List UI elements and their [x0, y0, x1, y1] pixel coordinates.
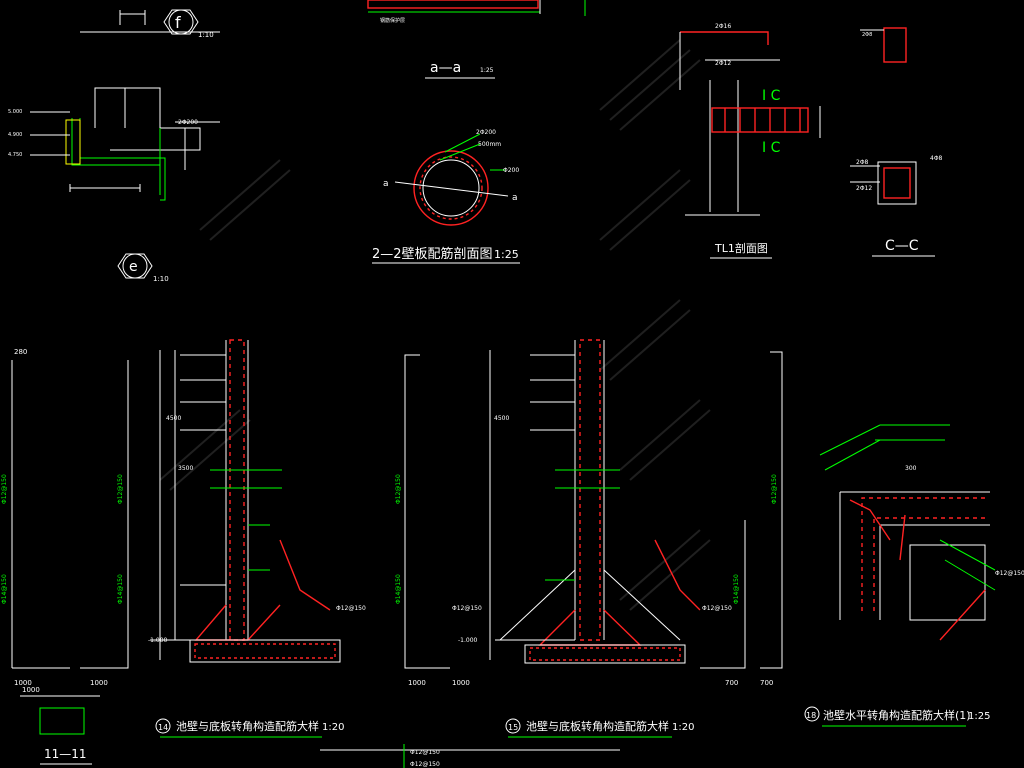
- callout-22-1: 2Φ200: [476, 129, 496, 136]
- detail-14-title: 14 池壁与底板转角构造配筋大样 1:20: [155, 718, 344, 738]
- detail-15-text: 池壁与底板转角构造配筋大样: [526, 719, 669, 733]
- section-aa-scale: 1:25: [480, 67, 494, 74]
- tl1-title: TL1剖面图: [714, 241, 768, 255]
- dim-700b: 700: [760, 679, 773, 687]
- svg-text:Φ12@150: Φ12@150: [410, 761, 440, 768]
- dim-700a: 700: [725, 679, 738, 687]
- svg-text:2Φ200: 2Φ200: [178, 119, 198, 126]
- detail-14-wall: Φ12@150 -1.000 4500 3500: [148, 339, 366, 663]
- detail-18: Φ12@150 300: [819, 424, 1024, 641]
- dim-1000b: 1000: [90, 679, 108, 687]
- detail-e-symbol: e: [129, 259, 138, 275]
- section-22-title: 2—2壁板配筋剖面图: [372, 246, 493, 262]
- top-fragment-center: 钢筋保护层: [367, 0, 586, 24]
- section-22-scale: 1:25: [494, 248, 519, 261]
- dim-1000c: 1000: [22, 686, 40, 694]
- rebar-label-1: Φ12@150: [1, 474, 8, 504]
- detail-18-title: 18 池壁水平转角构造配筋大样(1) 1:25: [804, 706, 990, 727]
- rebar-label-4: Φ14@150: [117, 574, 124, 604]
- tl1-cut-ic-1: I C: [762, 88, 781, 104]
- section-aa-label: a—a: [430, 60, 461, 76]
- section-1111-label: 11—11: [44, 747, 87, 761]
- rebar-label-6: Φ12@150: [395, 474, 402, 504]
- cc-mark-1: 2Φ8: [856, 159, 869, 166]
- rebar-label-3: Φ12@150: [117, 474, 124, 504]
- level-14: -1.000: [148, 637, 168, 644]
- detail-15-scale: 1:20: [672, 722, 694, 733]
- rebar-label-8: Φ12@150: [452, 605, 482, 612]
- dim-1000d: 1000: [408, 679, 426, 687]
- detail-e: e 1:10: [117, 253, 169, 283]
- small-beam-top: 2Φ8: [860, 27, 907, 63]
- dim-1000e: 1000: [452, 679, 470, 687]
- callout-22-3: Φ200: [503, 167, 519, 174]
- cc-mark-3: 4Φ8: [930, 155, 943, 162]
- detail-15-wall: -1.000 4500 Φ12@150: [452, 339, 686, 664]
- top-fragment-left: [80, 10, 220, 33]
- callout-22-2: 500mm: [478, 141, 501, 148]
- cut-mark-left: a: [383, 179, 389, 189]
- dim-280: 280: [14, 348, 27, 356]
- rebar-label-9: Φ12@150: [702, 605, 732, 612]
- detail-f: f 1:10: [163, 9, 214, 39]
- rebar-label-10: Φ14@150: [733, 574, 740, 604]
- detail-e-scale: 1:10: [153, 275, 169, 283]
- level-4900: 4.900: [8, 132, 22, 138]
- detail-14-scale: 1:20: [322, 722, 344, 733]
- svg-text:Φ12@150: Φ12@150: [995, 570, 1024, 577]
- detail-f-symbol: f: [175, 13, 181, 32]
- rebar-label-5: Φ12@150: [336, 605, 366, 612]
- detail-15-number: 15: [508, 723, 518, 732]
- detail-f-scale: 1:10: [198, 31, 214, 39]
- bar-shape-center: 1000 1000 Φ12@150 Φ14@150: [395, 354, 470, 687]
- left-node-detail: 5.000 4.900 4.750 2Φ200: [8, 87, 220, 201]
- rebar-label-7: Φ14@150: [395, 574, 402, 604]
- detail-14-number: 14: [158, 723, 168, 732]
- cc-label: C—C: [885, 238, 919, 254]
- section-1111: 1000 11—11: [20, 686, 100, 765]
- section-aa: a—a 1:25: [425, 60, 495, 79]
- bar-shape-left-1: 280 1000 Φ12@150 Φ14@150: [1, 348, 70, 687]
- detail-18-text: 池壁水平转角构造配筋大样(1): [823, 708, 971, 722]
- detail-18-scale: 1:25: [968, 711, 990, 722]
- tl1-stirrups: [724, 108, 801, 132]
- cut-mark-right: a: [512, 193, 518, 203]
- detail-15-title: 15 池壁与底板转角构造配筋大样 1:20: [505, 718, 694, 738]
- level-5000: 5.000: [8, 109, 22, 115]
- rebar-label-11: Φ12@150: [771, 474, 778, 504]
- bottom-fragment: Φ12@150 Φ12@150: [320, 744, 620, 768]
- level-4750: 4.750: [8, 152, 22, 158]
- detail-f-hex: [163, 9, 199, 35]
- dim-4500-15: 4500: [494, 415, 509, 422]
- bar-shape-left-2: 1000 Φ12@150 Φ14@150: [80, 360, 129, 687]
- detail-14-text: 池壁与底板转角构造配筋大样: [176, 719, 319, 733]
- rebar-label-2: Φ14@150: [1, 574, 8, 604]
- bar-shape-right: Φ12@150 700 700 Φ14@150 Φ12@150: [654, 351, 783, 687]
- section-cc: 2Φ8 2Φ12 4Φ8 C—C: [850, 155, 943, 257]
- svg-text:Φ12@150: Φ12@150: [410, 749, 440, 756]
- svg-text:钢筋保护层: 钢筋保护层: [380, 17, 405, 24]
- cc-mark-2: 2Φ12: [856, 185, 872, 192]
- detail-18-number: 18: [806, 711, 816, 720]
- tl1-cut-ic-2: I C: [762, 140, 781, 156]
- dim-3500-14: 3500: [178, 465, 193, 472]
- section-22: a a 2Φ200 500mm Φ200 2—2壁板配筋剖面图 1:25: [372, 129, 520, 264]
- svg-text:2Φ8: 2Φ8: [862, 32, 872, 38]
- section-tl1: 2Φ16 2Φ12 I C I C TL1剖面图: [679, 23, 821, 259]
- watermark: [159, 39, 711, 611]
- dim-1000a: 1000: [14, 679, 32, 687]
- level-15: -1.000: [458, 637, 478, 644]
- dim-300-18: 300: [905, 465, 917, 472]
- tl1-mark-2: 2Φ12: [715, 60, 731, 67]
- dim-4500-14: 4500: [166, 415, 181, 422]
- tl1-mark-1: 2Φ16: [715, 23, 731, 30]
